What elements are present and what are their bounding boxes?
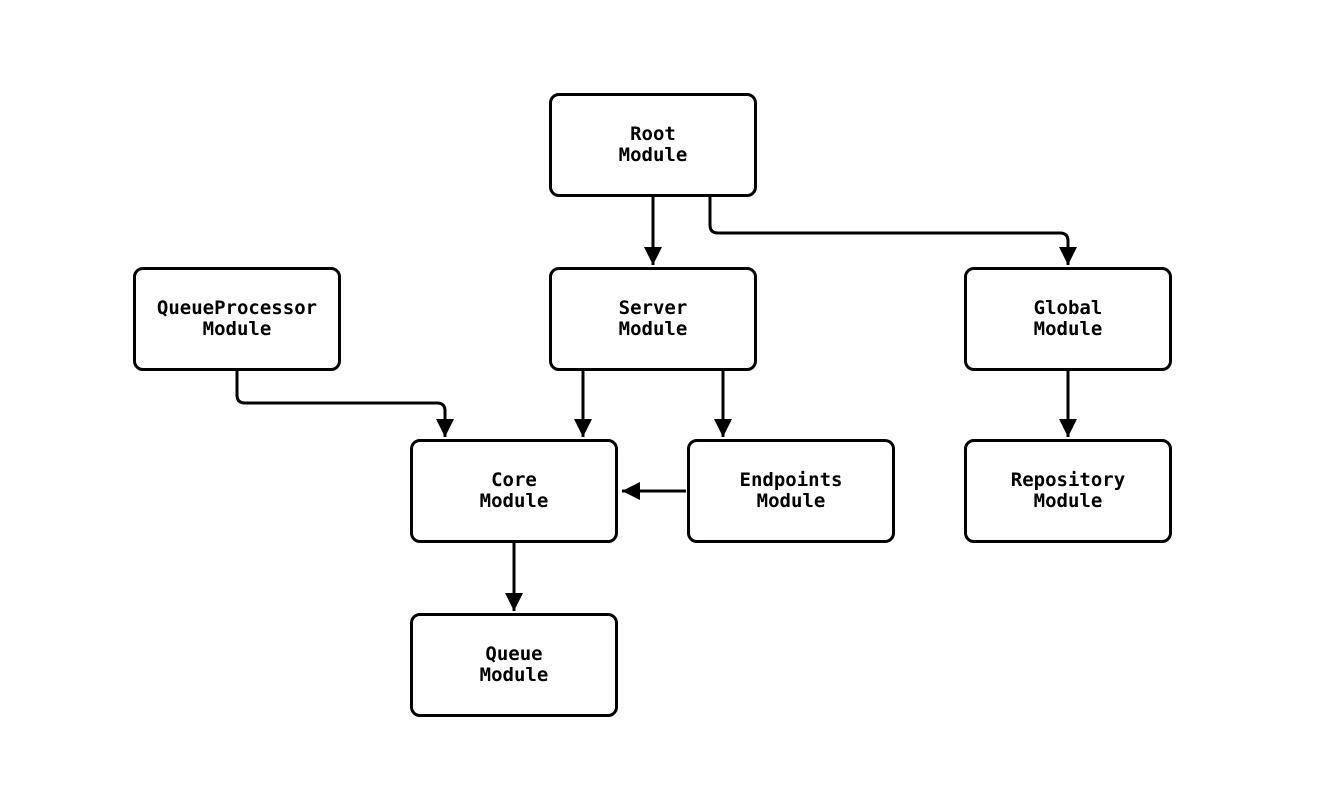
node-root-module: Root Module [549, 93, 757, 197]
node-queueprocessor-module: QueueProcessor Module [133, 267, 341, 371]
node-label: Global Module [1033, 296, 1103, 340]
node-server-module: Server Module [549, 267, 757, 371]
node-endpoints-module: Endpoints Module [687, 439, 895, 543]
node-repository-module: Repository Module [964, 439, 1172, 543]
node-label: Core Module [479, 468, 549, 512]
node-label: Queue Module [479, 642, 549, 686]
node-label: Root Module [618, 122, 688, 166]
edge-queueprocessor-to-core [235, 371, 454, 437]
node-label: Server Module [618, 296, 688, 340]
node-label: QueueProcessor Module [156, 296, 318, 340]
node-queue-module: Queue Module [410, 613, 618, 717]
node-core-module: Core Module [410, 439, 618, 543]
edge-root-to-global [708, 197, 1077, 265]
node-global-module: Global Module [964, 267, 1172, 371]
node-label: Endpoints Module [739, 468, 843, 512]
node-label: Repository Module [1010, 468, 1126, 512]
